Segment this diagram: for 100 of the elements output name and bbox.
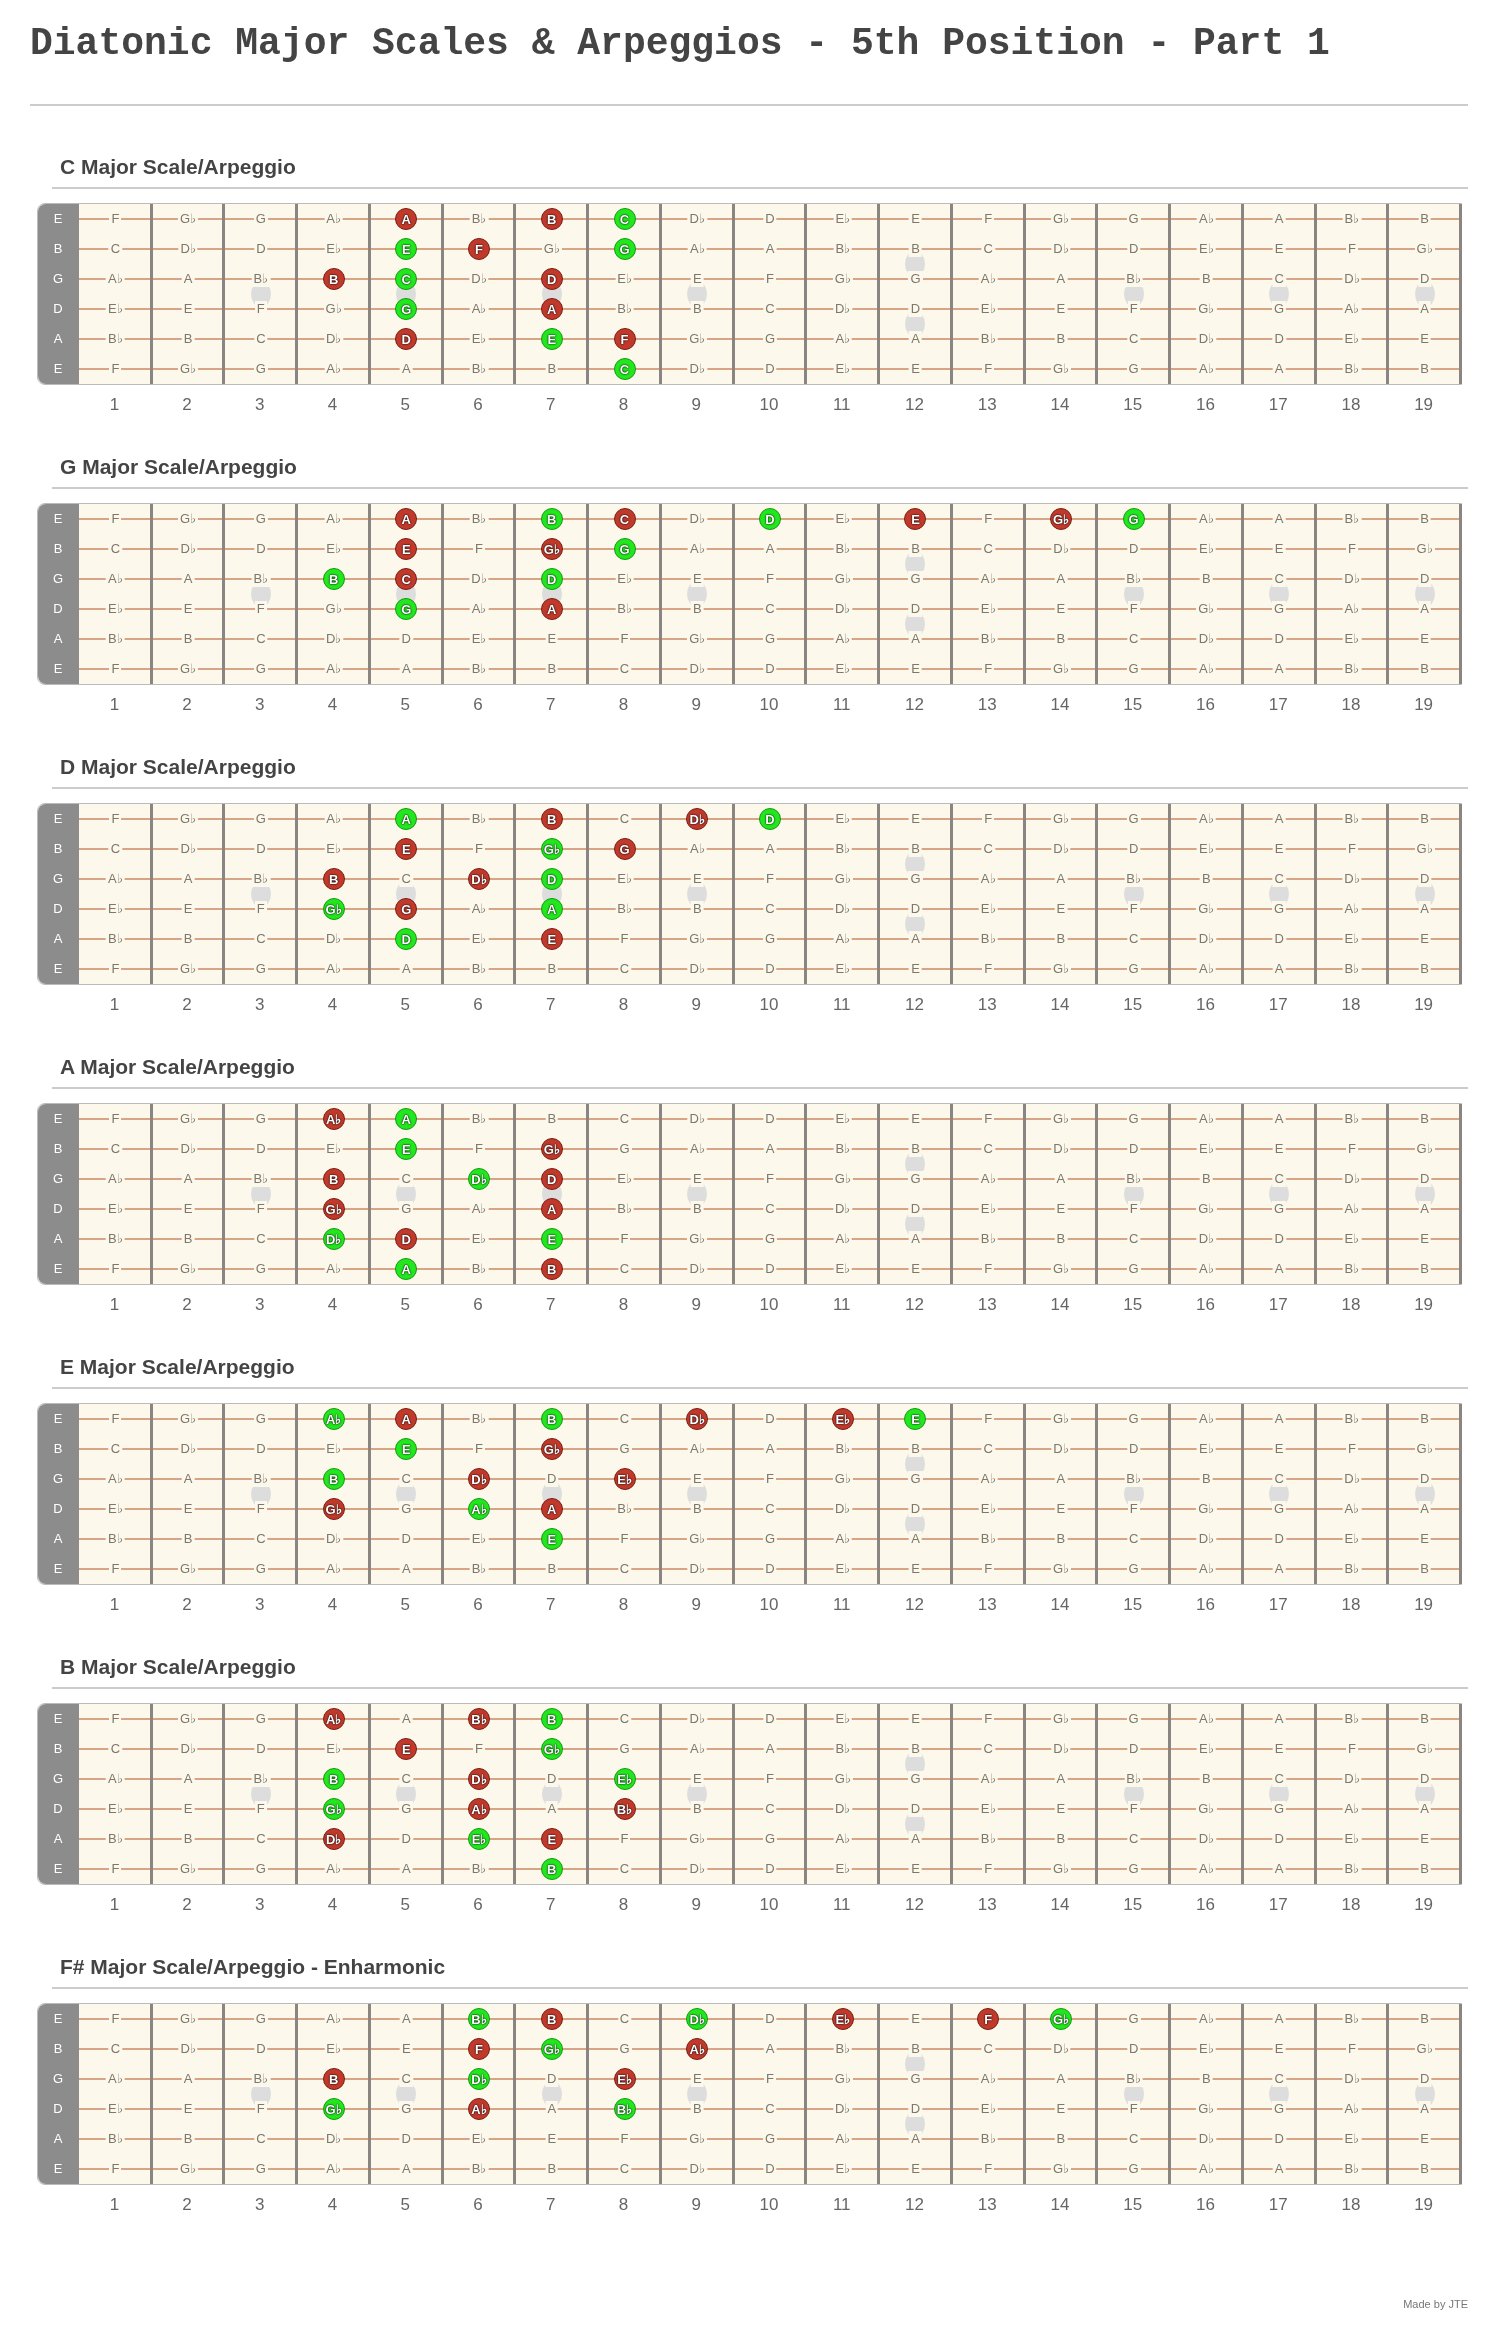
note-dot: A♭ xyxy=(322,1108,345,1130)
fret-number: 16 xyxy=(1194,1595,1216,1615)
fret-number: 9 xyxy=(690,695,702,715)
fret-number: 6 xyxy=(472,695,484,715)
fret-number: 6 xyxy=(472,395,484,415)
string-label: D xyxy=(52,1201,64,1217)
note-dot: G♭ xyxy=(1049,2008,1072,2030)
note-label: C xyxy=(399,871,413,887)
note-dot: D♭ xyxy=(468,2068,491,2090)
fret-number: 14 xyxy=(1049,395,1071,415)
string-label: B xyxy=(52,841,64,857)
note-dot: A xyxy=(395,808,418,830)
note-dot: G♭ xyxy=(540,2038,563,2060)
fret-number: 18 xyxy=(1340,2195,1362,2215)
note-label: B♭ xyxy=(251,271,271,287)
fret-number: 7 xyxy=(545,2195,557,2215)
string-label: A xyxy=(52,1831,64,1847)
note-dot: E♭ xyxy=(613,1468,636,1490)
fret-number: 1 xyxy=(108,695,121,715)
fret-number: 12 xyxy=(904,995,925,1015)
section-heading: G Major Scale/Arpeggio xyxy=(60,455,297,479)
note-label: B xyxy=(909,1441,922,1457)
note-label: B♭ xyxy=(1124,271,1143,287)
section-heading: B Major Scale/Arpeggio xyxy=(60,1655,296,1679)
string-label: B xyxy=(52,541,64,557)
note-label: D xyxy=(545,1771,559,1787)
note-label: B xyxy=(909,1141,922,1157)
note-dot: C xyxy=(613,508,636,530)
note-dot: B xyxy=(322,568,345,590)
string-label: E xyxy=(52,661,64,677)
note-label: B xyxy=(909,2041,922,2057)
fret-number: 10 xyxy=(758,395,780,415)
fret-number: 9 xyxy=(690,1595,702,1615)
note-dot: D xyxy=(395,928,418,950)
note-label: B xyxy=(909,541,922,557)
note-label: C xyxy=(399,2071,413,2087)
fret-number: 17 xyxy=(1267,1595,1289,1615)
note-label: C xyxy=(1272,1171,1286,1187)
note-label: E xyxy=(690,1471,704,1487)
fret-number: 3 xyxy=(254,2195,266,2215)
note-label: C xyxy=(1272,2071,1286,2087)
note-label: D xyxy=(1417,1771,1432,1787)
fret-number: 1 xyxy=(108,995,121,1015)
fret-number: 7 xyxy=(545,1295,557,1315)
fret-number: 13 xyxy=(976,1295,998,1315)
fret-number: 14 xyxy=(1049,695,1071,715)
note-label: B xyxy=(909,1741,922,1757)
note-dot: A xyxy=(395,1258,418,1280)
note-dot: E xyxy=(540,928,563,950)
fret-number: 11 xyxy=(831,995,852,1015)
note-dot: E♭ xyxy=(613,1768,636,1790)
note-dot: G xyxy=(1122,508,1145,530)
note-label: C xyxy=(1272,871,1286,887)
note-dot: A♭ xyxy=(468,2098,491,2120)
note-label: B♭ xyxy=(1124,1171,1143,1187)
note-dot: D xyxy=(759,808,781,830)
note-label: C xyxy=(1272,271,1286,287)
fret-number: 6 xyxy=(472,995,484,1015)
note-label: E xyxy=(690,571,704,587)
note-dot: A♭ xyxy=(468,1498,491,1520)
note-label: D xyxy=(908,901,923,917)
fret-number: 8 xyxy=(617,395,630,415)
fret-number: 8 xyxy=(617,1895,630,1915)
fret-number: 9 xyxy=(690,2195,702,2215)
fret-number: 1 xyxy=(108,395,121,415)
fret-number: 18 xyxy=(1340,695,1362,715)
note-dot: A xyxy=(540,1498,563,1520)
string-label: G xyxy=(51,1471,65,1487)
string-label: B xyxy=(52,2041,64,2057)
string-label: D xyxy=(52,901,64,917)
fret-number: 6 xyxy=(472,1295,484,1315)
string-label: G xyxy=(51,571,65,587)
note-dot: G♭ xyxy=(540,838,563,860)
fret-number: 18 xyxy=(1340,1895,1362,1915)
note-label: B♭ xyxy=(251,1471,271,1487)
note-dot: E xyxy=(904,508,927,530)
fret-number: 3 xyxy=(254,695,266,715)
note-dot: E xyxy=(395,1138,418,1160)
string-label: E xyxy=(52,2011,64,2027)
note-dot: E♭ xyxy=(613,2068,636,2090)
fret-number: 10 xyxy=(758,2195,780,2215)
note-dot: G xyxy=(613,838,636,860)
fret-number: 17 xyxy=(1267,995,1289,1015)
fret-number: 10 xyxy=(758,1295,780,1315)
string-label: E xyxy=(52,1411,64,1427)
note-dot: E xyxy=(540,1528,563,1550)
fret-number: 13 xyxy=(976,695,998,715)
section-heading: F# Major Scale/Arpeggio - Enharmonic xyxy=(60,1955,446,1979)
note-dot: B xyxy=(322,268,345,290)
fret-number: 9 xyxy=(690,395,702,415)
fret-number: 19 xyxy=(1413,395,1435,415)
fret-number: 1 xyxy=(108,2195,121,2215)
fret-number: 4 xyxy=(326,1895,339,1915)
fret-number: 11 xyxy=(831,1895,852,1915)
note-dot: D xyxy=(395,328,418,350)
fret-number: 5 xyxy=(399,1595,412,1615)
note-dot: E♭ xyxy=(831,2008,854,2030)
note-dot: D xyxy=(395,1228,418,1250)
note-label: E xyxy=(690,1171,704,1187)
fret-number: 18 xyxy=(1340,395,1362,415)
